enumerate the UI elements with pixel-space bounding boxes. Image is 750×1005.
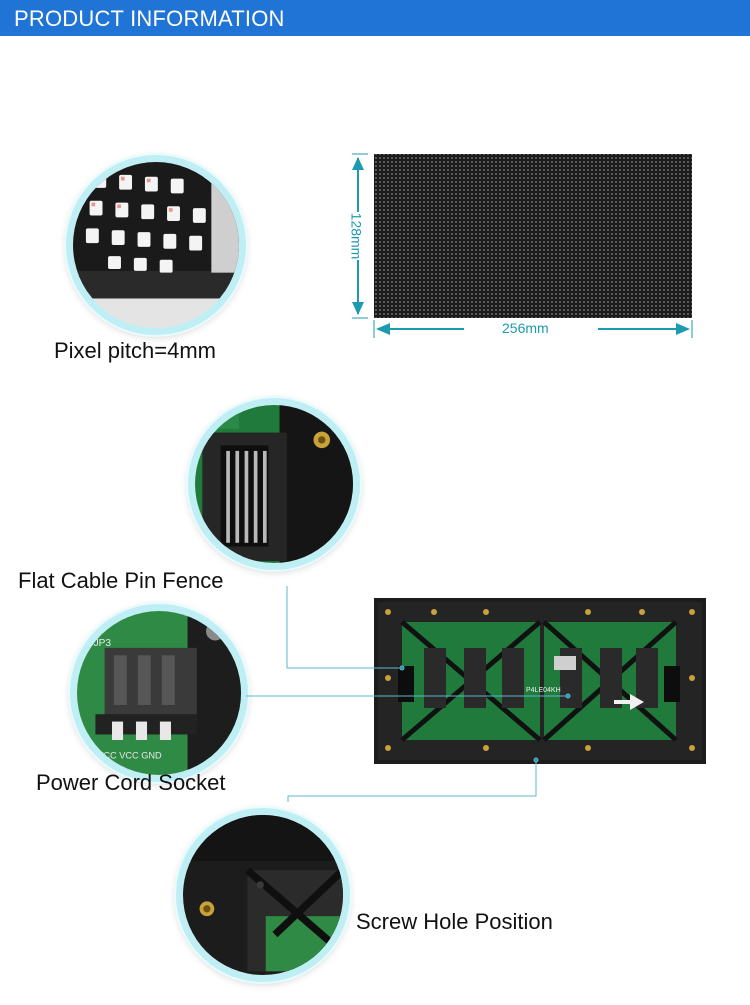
pixel-closeup-illustration bbox=[73, 162, 239, 328]
section-header: PRODUCT INFORMATION bbox=[0, 0, 750, 36]
screw-hole-label: Screw Hole Position bbox=[356, 909, 553, 934]
panel-width-label: 256mm bbox=[502, 320, 549, 336]
flat-cable-closeup-image bbox=[188, 398, 360, 570]
socket-label-text: JP3 bbox=[94, 638, 112, 649]
header-title: PRODUCT INFORMATION bbox=[14, 6, 285, 31]
flat-cable-label: Flat Cable Pin Fence bbox=[18, 568, 224, 593]
pixel-pitch-label: Pixel pitch=4mm bbox=[54, 338, 217, 363]
power-socket-closeup-illustration: JP3 VCC VCC GND bbox=[77, 611, 241, 775]
power-socket-label: Power Cord Socket bbox=[36, 770, 226, 795]
led-panel-back-illustration: P4LE04KH bbox=[374, 598, 706, 764]
flat-cable-closeup-illustration bbox=[195, 405, 353, 563]
socket-pins-text: VCC VCC GND bbox=[97, 750, 162, 760]
board-code-text: P4LE04KH bbox=[526, 687, 561, 694]
led-panel-front-illustration bbox=[352, 153, 693, 338]
led-panel-front: 256mm 128mm bbox=[346, 148, 706, 344]
panel-height-label: 128mm bbox=[348, 212, 365, 260]
pixel-closeup-image bbox=[66, 155, 246, 335]
screw-hole-closeup-illustration bbox=[183, 815, 343, 975]
power-socket-closeup-image: JP3 VCC VCC GND bbox=[70, 604, 248, 782]
led-panel-back: P4LE04KH bbox=[374, 598, 706, 764]
screw-hole-callout bbox=[287, 760, 537, 802]
screw-hole-closeup-image bbox=[176, 808, 350, 982]
